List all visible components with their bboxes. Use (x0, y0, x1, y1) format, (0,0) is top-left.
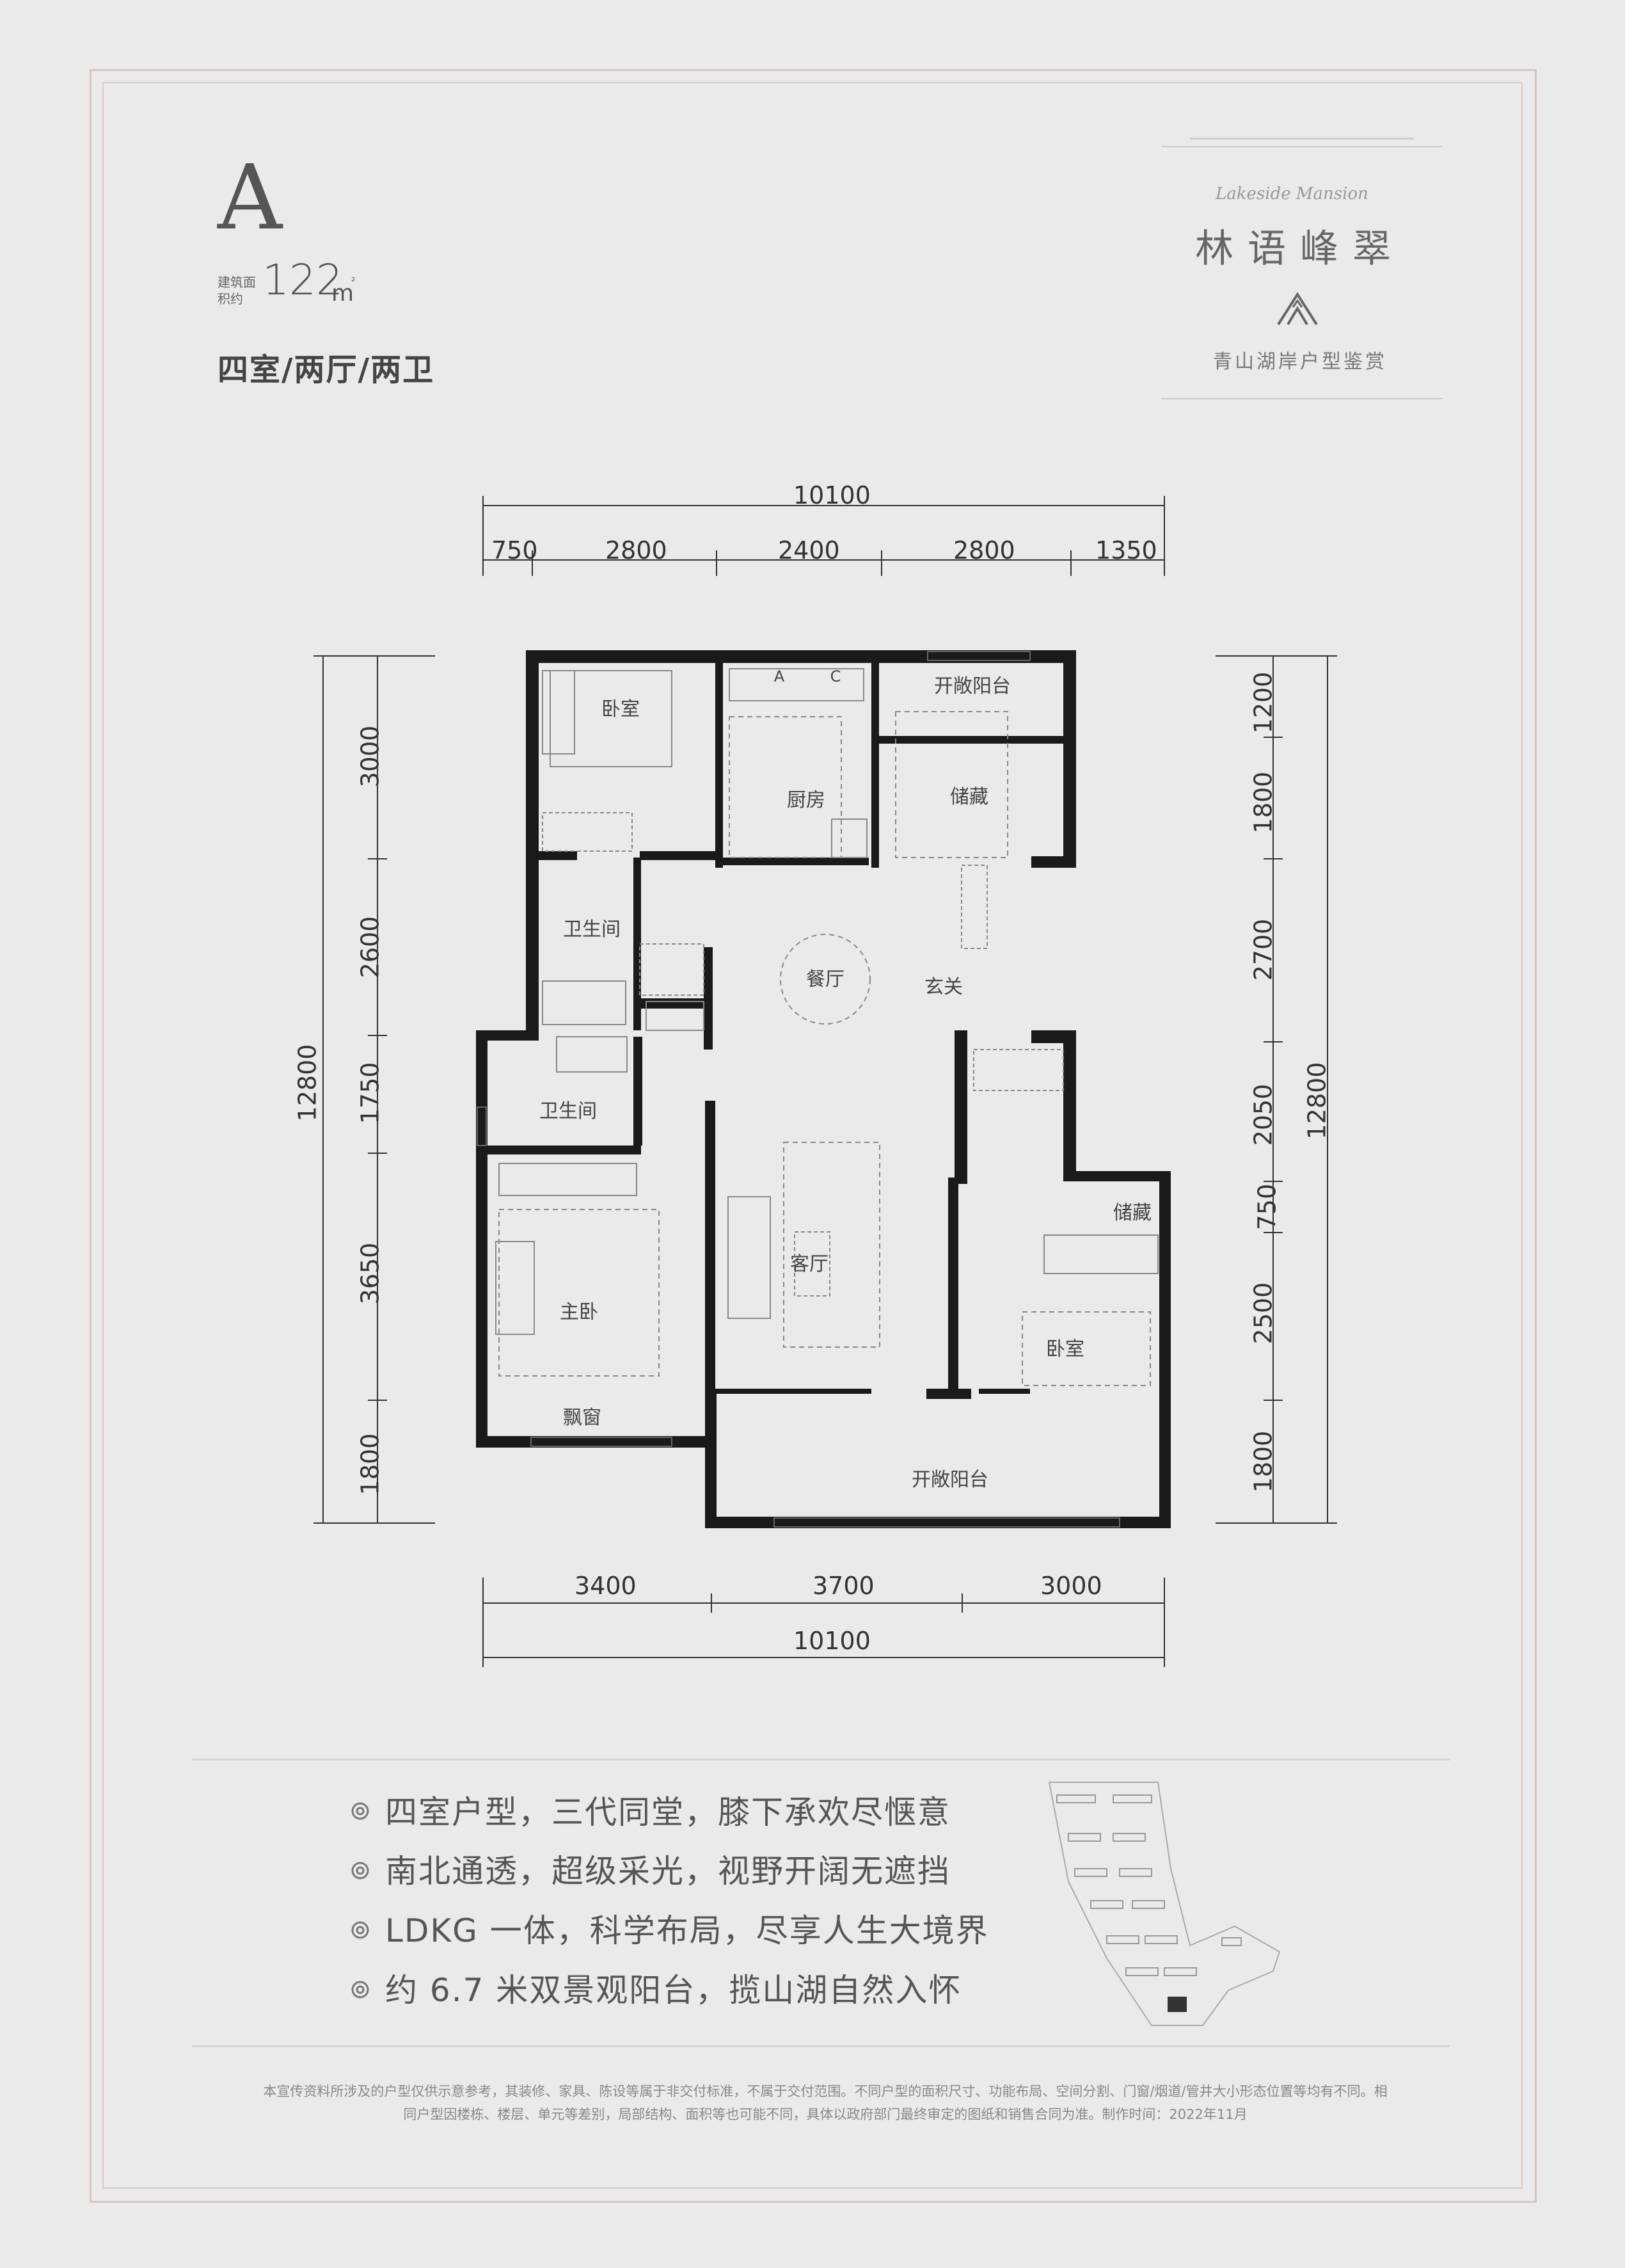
brand-top-rule-thin (1161, 146, 1443, 147)
feature-2: 南北通透，超级采光，视野开阔无遮挡 (385, 1853, 951, 1890)
room-kitchen: 厨房 (787, 789, 825, 811)
bullet-icon (351, 1921, 369, 1939)
brand-mountain-icon (1277, 292, 1318, 326)
room-foyer: 玄关 (924, 976, 963, 998)
section-divider-bottom (192, 2045, 1450, 2047)
section-divider-top (192, 1759, 1450, 1761)
dim-bottom-seg-3: 3000 (1040, 1572, 1102, 1600)
room-storage-e: 储藏 (1113, 1202, 1152, 1224)
room-balcony-s: 开敞阳台 (912, 1469, 988, 1491)
room-bedroom-se: 卧室 (1046, 1338, 1084, 1361)
feature-4: 约 6.7 米双景观阳台，揽山湖自然入怀 (385, 1972, 962, 2009)
area-unit: m (331, 280, 354, 307)
dim-bottom-seg-2: 3700 (812, 1572, 875, 1600)
bullet-icon (351, 1981, 369, 1999)
area-value: 122 (262, 255, 343, 305)
room-dining: 餐厅 (806, 968, 844, 991)
area-unit-superscript: ² (351, 275, 356, 287)
room-living: 客厅 (790, 1253, 828, 1275)
bullet-icon (351, 1862, 369, 1880)
feature-1: 四室户型，三代同堂，膝下承欢尽惬意 (385, 1794, 951, 1831)
outer-frame (90, 69, 1537, 2203)
dim-bottom-seg-1: 3400 (575, 1572, 637, 1600)
room-storage-n: 储藏 (950, 786, 988, 808)
room-balcony-n: 开敞阳台 (934, 675, 1011, 698)
room-master: 主卧 (560, 1301, 598, 1323)
unit-type-letter: A (218, 146, 283, 250)
site-plan-thumbnail (1048, 1782, 1281, 2026)
bullet-icon (351, 1802, 369, 1820)
brand-script-name: Lakeside Mansion (1216, 184, 1368, 204)
room-bedroom-nw: 卧室 (601, 698, 640, 721)
room-bath-2: 卫生间 (539, 1100, 597, 1122)
feature-3: LDKG 一体，科学布局，尽享人生大境界 (385, 1912, 989, 1949)
ac-label-a: A (774, 667, 785, 685)
brand-top-rule (1190, 138, 1414, 140)
brand-bottom-rule (1161, 398, 1443, 399)
dim-top-total: 10100 (793, 481, 871, 509)
dim-bottom-total: 10100 (793, 1627, 871, 1655)
disclaimer: 本宣传资料所涉及的户型仅供示意参考，其装修、家具、陈设等属于非交付标准，不属于交… (263, 2084, 1388, 2122)
ac-label-c: C (830, 667, 841, 685)
inner-frame (102, 82, 1523, 2189)
room-bath-1: 卫生间 (563, 918, 621, 941)
brand-subtitle: 青山湖岸户型鉴赏 (1213, 351, 1387, 373)
layout-summary: 四室/两厅/两卫 (218, 352, 435, 388)
brand-title: 林语峰翠 (1195, 227, 1405, 271)
room-bay-window: 飘窗 (563, 1407, 601, 1429)
area-label: 建筑面积约 (218, 275, 256, 307)
